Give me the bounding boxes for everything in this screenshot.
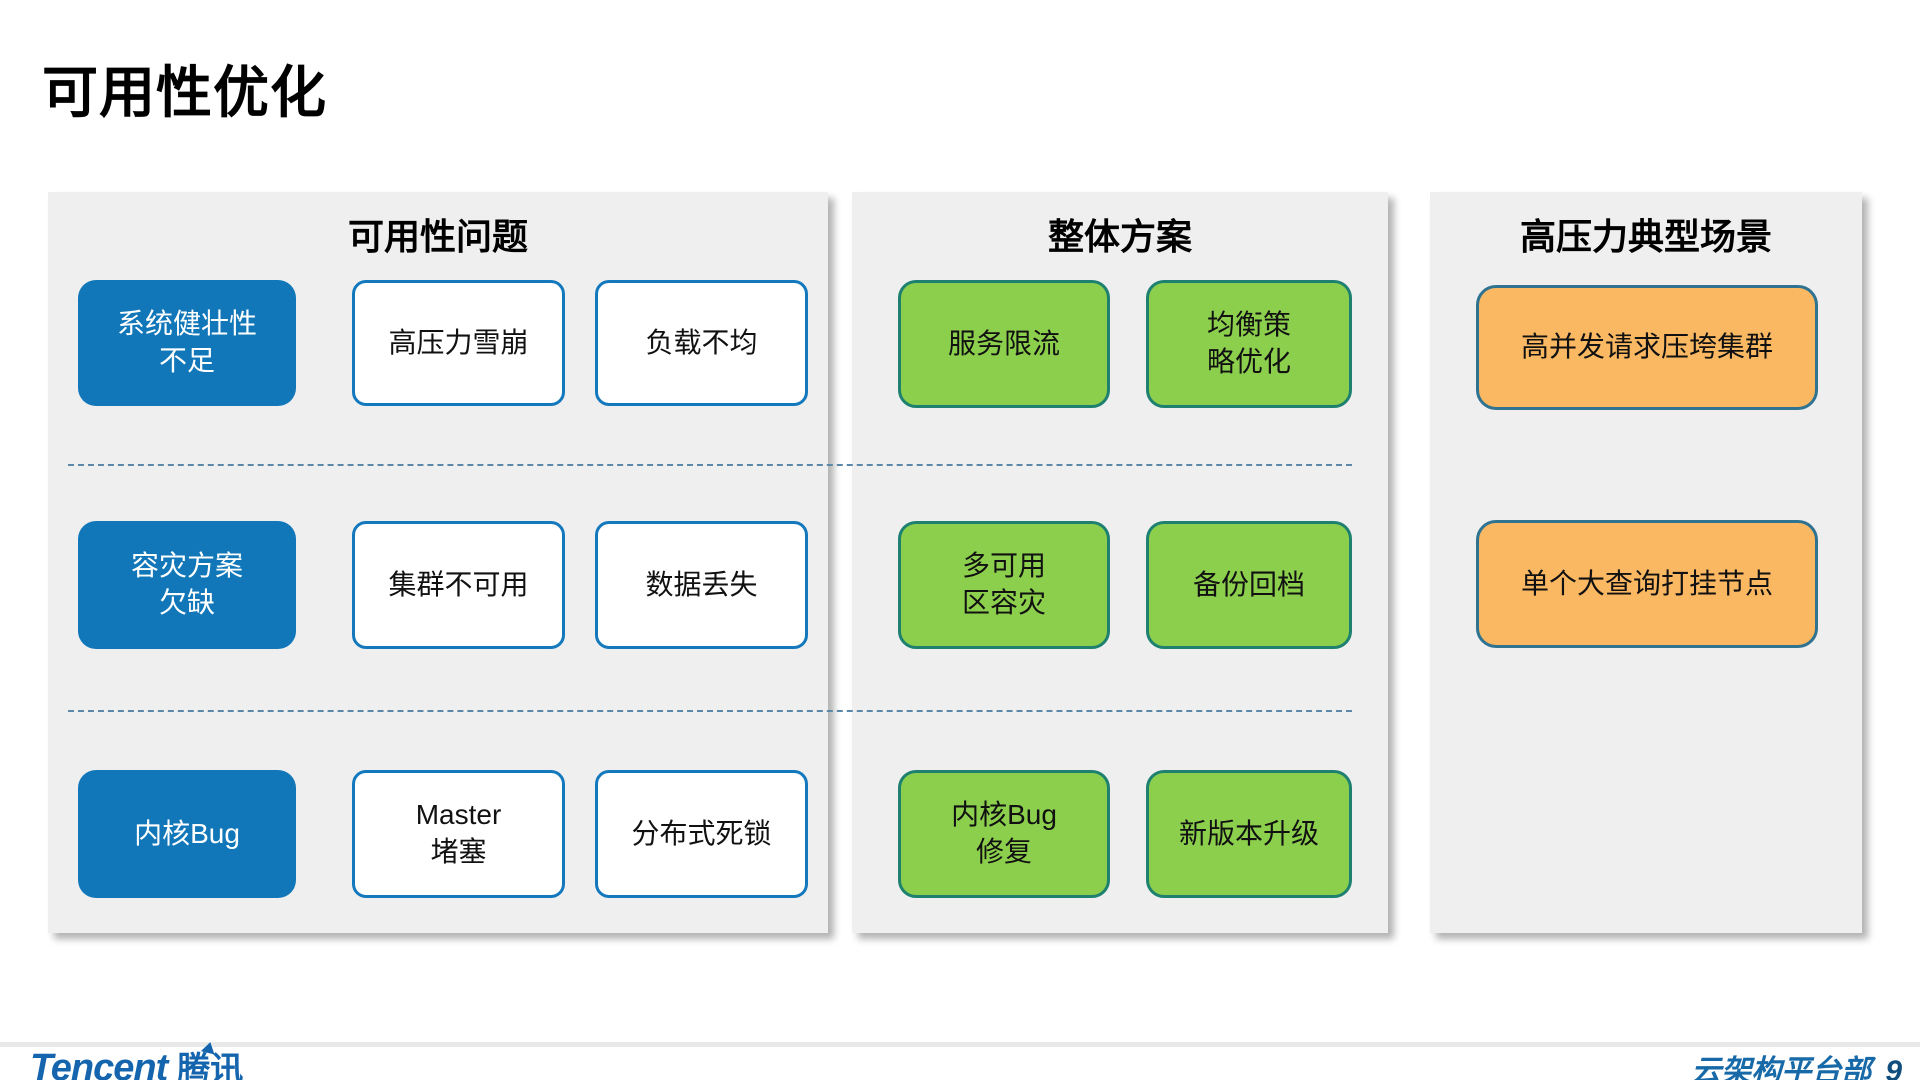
solution-box: 服务限流 [898,280,1110,408]
solution-box: 内核Bug 修复 [898,770,1110,898]
panel-problems: 可用性问题 系统健壮性 不足 高压力雪崩 负载不均 容灾方案 欠缺 集群不可用 … [48,192,828,933]
panel-solutions-header: 整体方案 [1047,216,1192,257]
tencent-logo-wordmark: Tencent [30,1047,168,1080]
page-title: 可用性优化 [42,61,327,124]
problem-issue-box: Master 堵塞 [352,770,565,898]
page-number: 9 [1885,1055,1902,1080]
row-divider-bottom [68,710,1352,712]
problem-issue-box: 高压力雪崩 [352,280,565,406]
footer-divider-line [0,1042,1920,1047]
tencent-logo-chinese: 腾讯 [177,1050,244,1080]
panel-scenarios: 高压力典型场景 高并发请求压垮集群 单个大查询打挂节点 [1430,192,1862,933]
panel-scenarios-header: 高压力典型场景 [1519,216,1772,257]
problem-cause-box: 内核Bug [78,770,296,898]
scenario-box: 高并发请求压垮集群 [1476,285,1818,410]
solution-box: 备份回档 [1146,521,1352,649]
solution-box: 均衡策 略优化 [1146,280,1352,408]
problem-issue-box: 分布式死锁 [595,770,808,898]
scenario-box: 单个大查询打挂节点 [1476,520,1818,648]
problem-issue-box: 数据丢失 [595,521,808,649]
footer-page-info: 云架构平台部 9 [1691,1046,1902,1080]
row-divider-top [68,464,1352,466]
problem-issue-box: 集群不可用 [352,521,565,649]
solution-box: 多可用 区容灾 [898,521,1110,649]
problem-issue-box: 负载不均 [595,280,808,406]
problem-cause-box: 系统健壮性 不足 [78,280,296,406]
panel-problems-header: 可用性问题 [347,216,528,257]
problem-cause-box: 容灾方案 欠缺 [78,521,296,649]
panel-solutions: 整体方案 服务限流 均衡策 略优化 多可用 区容灾 备份回档 内核Bug 修复 … [852,192,1388,933]
tencent-logo: Tencent 腾讯 [30,1040,244,1080]
department-label: 云架构平台部 [1691,1055,1872,1080]
solution-box: 新版本升级 [1146,770,1352,898]
